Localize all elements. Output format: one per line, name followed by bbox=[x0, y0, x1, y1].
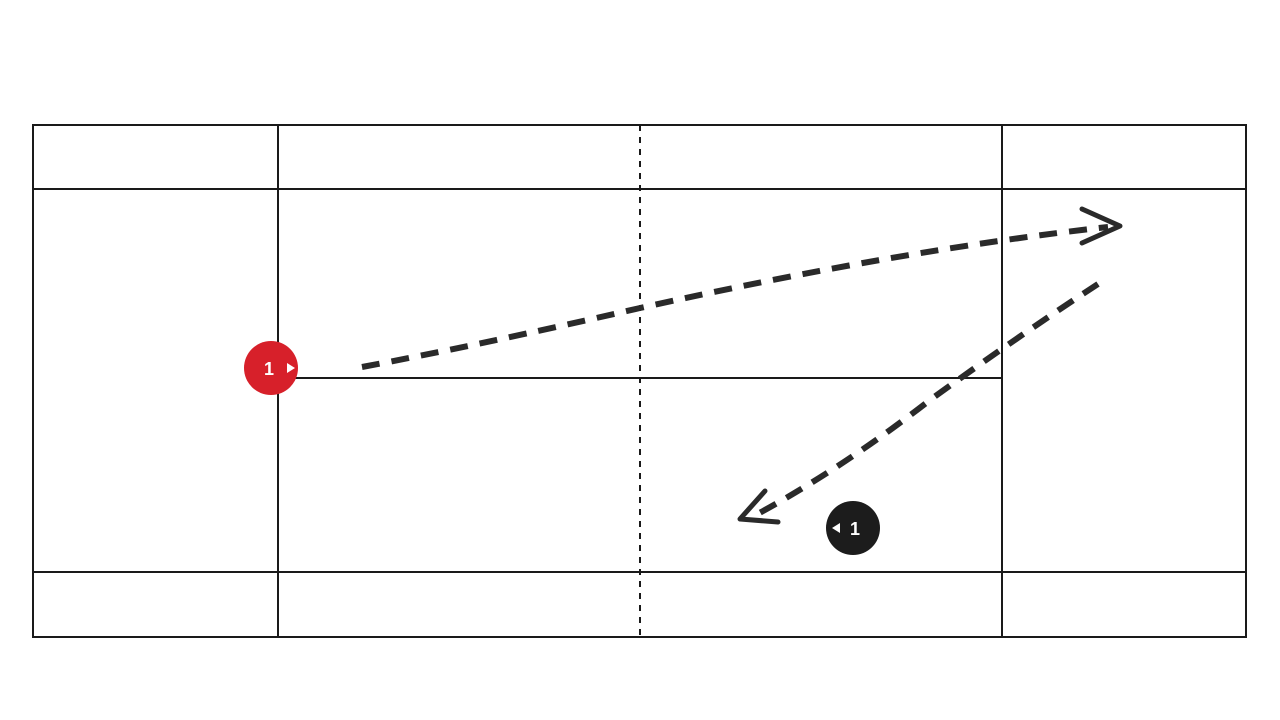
movement-path-1 bbox=[361, 224, 1109, 370]
player-red-direction-icon bbox=[287, 363, 295, 373]
player-red-label: 1 bbox=[264, 359, 274, 379]
player-marker-icon bbox=[826, 501, 880, 555]
player-black-label: 1 bbox=[850, 519, 860, 539]
movement-path-2 bbox=[750, 281, 1100, 520]
player-marker-icon bbox=[244, 341, 298, 395]
player-black-direction-icon bbox=[832, 523, 840, 533]
arrow-head-1 bbox=[1079, 206, 1123, 246]
player-black-marker: 1 bbox=[826, 501, 880, 555]
arrow-head-2 bbox=[737, 488, 781, 525]
player-red-marker: 1 bbox=[244, 341, 298, 395]
